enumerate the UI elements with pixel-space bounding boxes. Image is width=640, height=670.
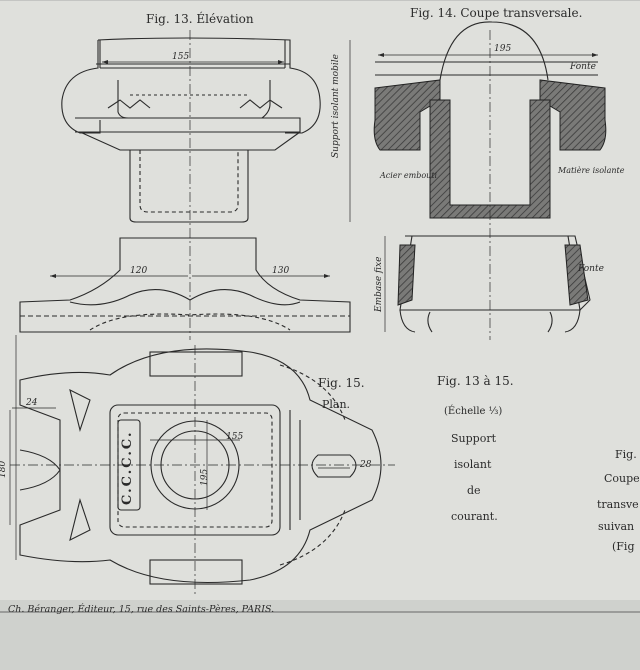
dim-155-plan: 155: [226, 432, 244, 442]
arrowheads: [50, 53, 598, 278]
dim-180: 180: [0, 460, 8, 478]
label-fonte-top: Fonte: [570, 62, 596, 72]
label-acier: Acier embouti: [380, 171, 438, 180]
label-fonte-bottom: Fonte: [578, 264, 604, 274]
dim-155-top: 155: [172, 52, 190, 62]
label-support-mobile: Support isolant mobile: [331, 54, 341, 158]
dim-195-plan: 195: [200, 468, 210, 486]
publisher-footer: Ch. Béranger, Éditeur, 15, rue des Saint…: [8, 604, 275, 615]
caption-line2: isolant: [454, 458, 492, 471]
caption-line1: Support: [451, 432, 497, 445]
dim-28: 28: [360, 460, 372, 470]
fig14-title: Fig. 14. Coupe transversale.: [410, 6, 583, 20]
fig15-title: Fig. 15.: [318, 376, 365, 390]
fig13-elevation: [61, 37, 321, 223]
cutoff-line2: Coupe: [604, 472, 640, 485]
cutoff-line1: Fig.: [615, 448, 637, 461]
cutoff-line5: (Fig: [612, 540, 635, 553]
fig15-subtitle: Plan.: [322, 398, 351, 411]
caption-line4: courant.: [451, 510, 498, 523]
fig14-hatched: [373, 79, 607, 306]
cutoff-line3: transve: [597, 498, 639, 511]
fig13-title: Fig. 13. Élévation: [146, 12, 254, 26]
caption-line3: de: [467, 484, 481, 497]
caption-range: Fig. 13 à 15.: [437, 374, 514, 388]
caption-scale: (Échelle ⅓): [444, 406, 503, 417]
dimension-lines: [9, 30, 598, 595]
dim-24: 24: [26, 398, 38, 408]
dim-130: 130: [272, 266, 290, 276]
fig13-base: [19, 237, 351, 333]
label-embase-fixe: Embase fixe: [374, 256, 384, 312]
dim-195-top: 195: [494, 44, 512, 54]
plate-text-cccc: C.C.C.C.: [120, 430, 135, 505]
cutoff-line4: suivan: [598, 520, 635, 533]
dim-120: 120: [130, 266, 148, 276]
label-matiere: Matière isolante: [558, 166, 625, 175]
